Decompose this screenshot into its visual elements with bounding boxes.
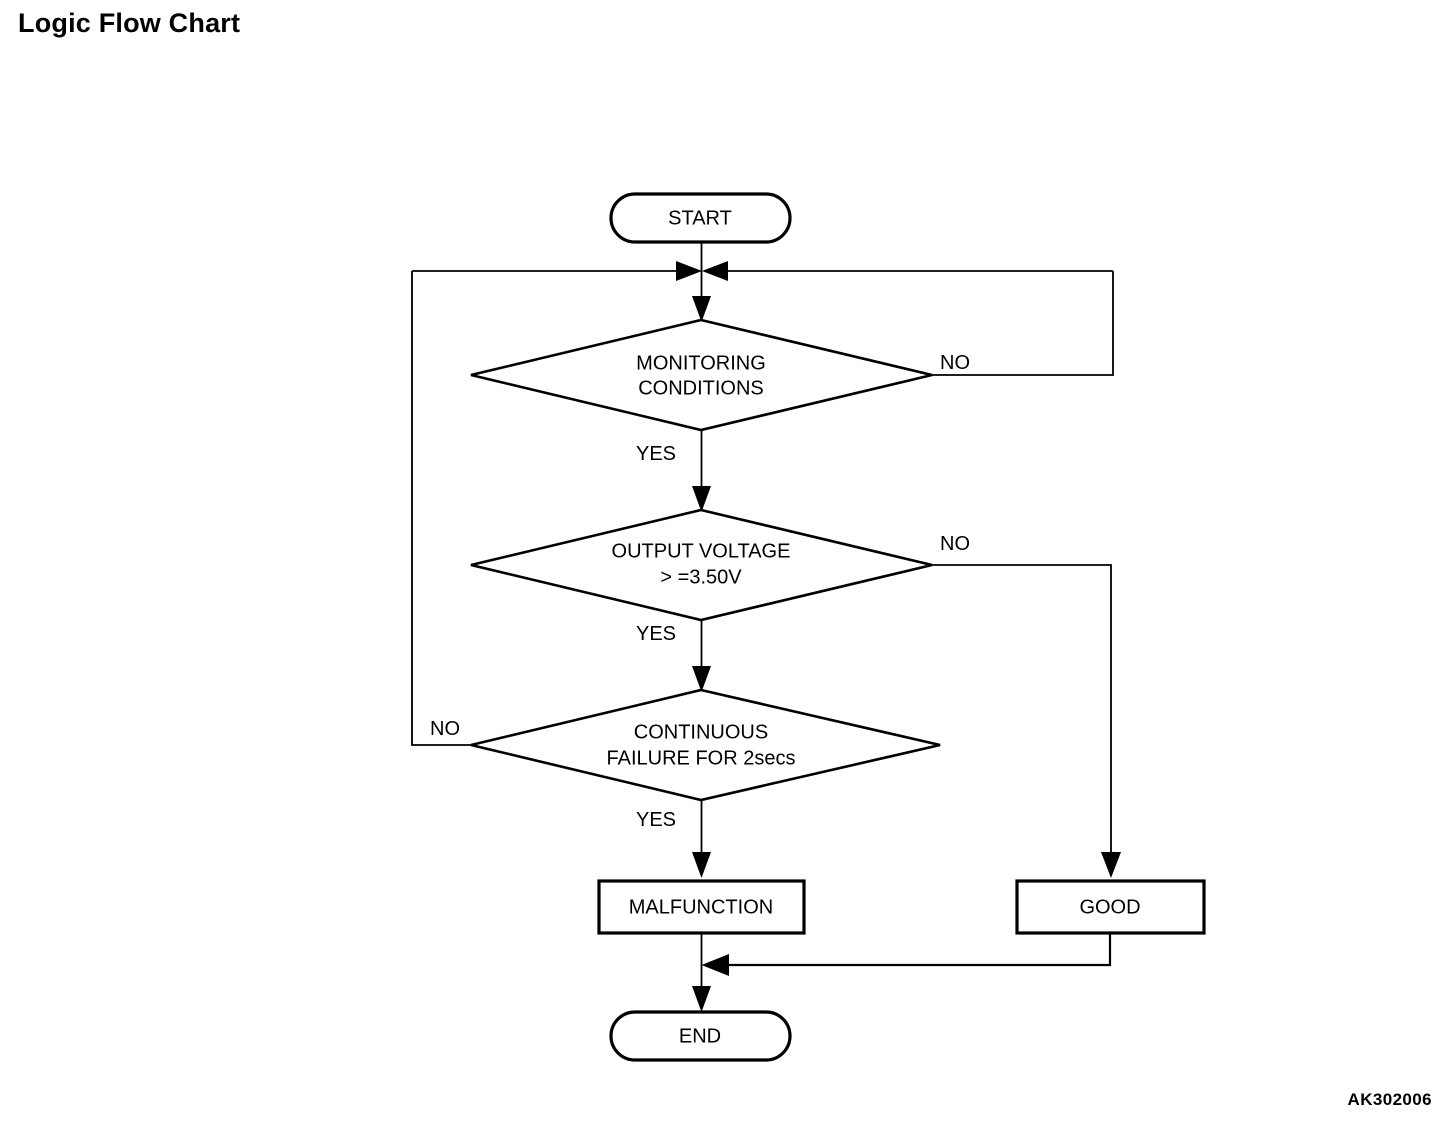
node-voltage-label-line2: > =3.50V bbox=[660, 566, 742, 588]
page-title: Logic Flow Chart bbox=[18, 8, 241, 38]
node-malfunction-label: MALFUNCTION bbox=[629, 896, 773, 918]
node-start: START bbox=[609, 192, 792, 244]
node-start-label: START bbox=[668, 207, 732, 229]
node-good: GOOD bbox=[1015, 879, 1206, 935]
edge-label-voltage-no: NO bbox=[940, 533, 970, 555]
arrowhead-into-malfunction bbox=[692, 852, 711, 878]
edge-label-monitoring-yes: YES bbox=[636, 443, 676, 465]
node-voltage-label-line1: OUTPUT VOLTAGE bbox=[612, 540, 791, 562]
node-continuous-label-line2: FAILURE FOR 2secs bbox=[607, 747, 796, 769]
edge-label-monitoring-no: NO bbox=[940, 352, 970, 374]
edge-label-voltage-yes: YES bbox=[636, 623, 676, 645]
node-good-label: GOOD bbox=[1079, 896, 1140, 918]
arrowhead-right-loop-into-junction bbox=[702, 261, 728, 281]
edge-good-to-end bbox=[712, 933, 1112, 967]
node-malfunction: MALFUNCTION bbox=[597, 879, 806, 935]
node-continuous-label-line1: CONTINUOUS bbox=[634, 721, 768, 743]
node-end-label: END bbox=[679, 1025, 721, 1047]
arrowhead-left-loop-into-junction bbox=[676, 261, 702, 281]
arrowhead-good-merge bbox=[701, 954, 729, 976]
arrowhead-into-continuous bbox=[692, 666, 711, 692]
edge-continuous-no-loop bbox=[411, 271, 471, 746]
node-end: END bbox=[609, 1010, 792, 1062]
arrowhead-into-voltage bbox=[692, 486, 711, 512]
arrowhead-into-good bbox=[1101, 852, 1121, 878]
node-continuous-failure: CONTINUOUS FAILURE FOR 2secs bbox=[470, 688, 941, 802]
figure-code: AK302006 bbox=[1347, 1090, 1432, 1109]
node-monitoring-label-line1: MONITORING bbox=[636, 352, 766, 374]
edge-label-continuous-no: NO bbox=[430, 718, 460, 740]
edge-label-continuous-yes: YES bbox=[636, 809, 676, 831]
edge-monitoring-no-loop bbox=[932, 271, 1114, 376]
arrowhead-into-monitoring bbox=[692, 296, 711, 322]
edge-voltage-no-to-good bbox=[932, 564, 1112, 866]
node-output-voltage: OUTPUT VOLTAGE > =3.50V bbox=[470, 508, 933, 622]
node-monitoring-conditions: MONITORING CONDITIONS bbox=[470, 318, 933, 432]
arrowhead-into-end bbox=[692, 986, 711, 1012]
node-monitoring-label-line2: CONDITIONS bbox=[638, 377, 764, 399]
